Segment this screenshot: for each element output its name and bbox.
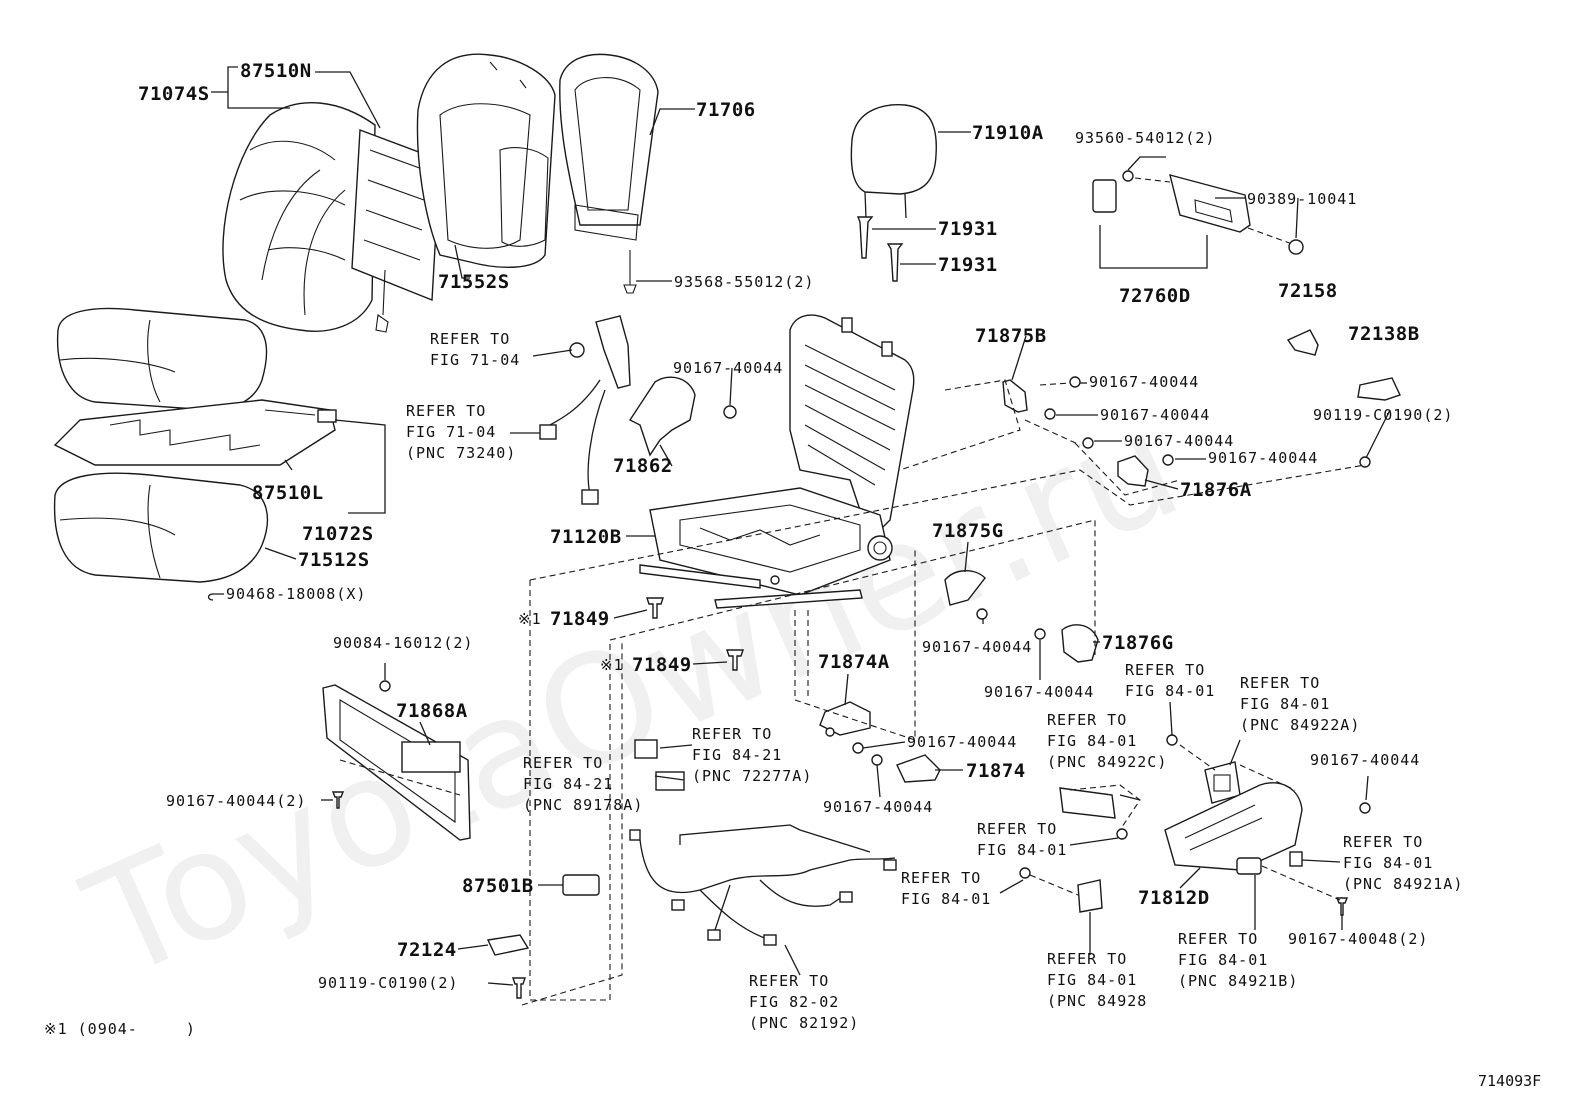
- label-71875B: 71875B: [975, 325, 1047, 347]
- label-71849-a: 71849: [550, 608, 610, 630]
- note-mark-2: ※1: [600, 656, 624, 674]
- seat-switch-assembly-drawing: [1019, 734, 1371, 916]
- label-90167-40044-2: 90167-40044: [1100, 406, 1210, 424]
- label-90167-40044-2x: 90167-40044(2): [166, 792, 306, 810]
- label-72138B: 72138B: [1348, 323, 1420, 345]
- label-71862: 71862: [613, 455, 673, 477]
- headrest-drawing: [850, 104, 937, 282]
- label-90167-40044-j: 90167-40044: [823, 798, 933, 816]
- assembly-dashed-lines: [521, 379, 1366, 1006]
- refer-4: REFER TO FIG 84-21 (PNC 89178A): [523, 754, 643, 814]
- label-72760D: 72760D: [1119, 285, 1191, 307]
- refer-11: REFER TO FIG 82-02 (PNC 82192): [749, 972, 859, 1032]
- label-71552S: 71552S: [438, 271, 510, 293]
- label-71874: 71874: [966, 760, 1026, 782]
- brackets-drawing: [1286, 329, 1401, 468]
- side-cover-71862-drawing: [628, 376, 737, 457]
- label-72124: 72124: [397, 939, 457, 961]
- seat-cushion-cover-drawing: [56, 307, 268, 411]
- refer-labels: REFER TO FIG 71-04 REFER TO FIG 71-04 (P…: [406, 330, 1463, 1032]
- footnote: ※1 (0904- ): [44, 1020, 196, 1038]
- seat-cushion-pad-drawing: [53, 472, 269, 583]
- refer-9: REFER TO FIG 84-01: [901, 869, 991, 908]
- refer-6: REFER TO FIG 84-01 (PNC 84922A): [1240, 674, 1360, 734]
- label-90119-C0190-right: 90119-C0190(2): [1313, 406, 1453, 424]
- label-93568-55012: 93568-55012(2): [674, 273, 814, 291]
- label-90167-40044-top: 90167-40044: [673, 359, 783, 377]
- refer-10: REFER TO FIG 84-01 (PNC 84921A): [1343, 833, 1463, 893]
- label-71931-a: 71931: [938, 218, 998, 240]
- label-90084-16012: 90084-16012(2): [333, 634, 473, 652]
- cable-brackets-drawing: [819, 701, 941, 783]
- label-71072S: 71072S: [302, 523, 374, 545]
- lumbar-support-drawing: [1092, 170, 1304, 269]
- label-87501B: 87501B: [462, 875, 534, 897]
- wire-harness-drawing: [629, 824, 897, 946]
- label-90167-40044-1: 90167-40044: [1089, 373, 1199, 391]
- label-71876A: 71876A: [1180, 479, 1252, 501]
- figure-code: 714093F: [1478, 1072, 1541, 1090]
- label-71875G: 71875G: [932, 520, 1004, 542]
- note-mark-1: ※1: [518, 610, 542, 628]
- seat-frame-drawing: [639, 314, 915, 609]
- label-90167-40044-3: 90167-40044: [1124, 432, 1234, 450]
- label-90167-40044-k: 90167-40044: [1310, 751, 1420, 769]
- label-90167-40044-g: 90167-40044: [922, 638, 1032, 656]
- label-71849-b: 71849: [632, 654, 692, 676]
- refer-12: REFER TO FIG 84-01 (PNC 84928: [1047, 950, 1147, 1010]
- label-71812D: 71812D: [1138, 887, 1210, 909]
- label-87510N: 87510N: [240, 60, 312, 82]
- refer-13: REFER TO FIG 84-01 (PNC 84921B): [1178, 930, 1298, 990]
- label-90167-40048: 90167-40048(2): [1288, 930, 1428, 948]
- refer-8: REFER TO FIG 84-01: [977, 820, 1067, 859]
- refer-3: REFER TO FIG 84-21 (PNC 72277A): [692, 725, 812, 785]
- refer-7: REFER TO FIG 84-01 (PNC 84922C): [1047, 711, 1167, 771]
- bolts-71849-drawing: [646, 597, 744, 671]
- label-72158: 72158: [1278, 280, 1338, 302]
- label-90167-40044-h: 90167-40044: [984, 683, 1094, 701]
- label-90468-18008: 90468-18008(X): [226, 585, 366, 603]
- label-90119-C0190-left: 90119-C0190(2): [318, 974, 458, 992]
- seatback-heater-drawing: [351, 129, 441, 333]
- seatback-frame-drawing: [559, 53, 659, 294]
- seat-belt-buckle-drawing: [539, 315, 631, 505]
- side-shield-71868A-drawing: [322, 680, 471, 841]
- seatback-pad-drawing: [416, 53, 556, 269]
- recliner-covers-drawing: [1002, 376, 1174, 487]
- label-71074S: 71074S: [138, 83, 210, 105]
- label-71868A: 71868A: [396, 700, 468, 722]
- seatback-cover-drawing: [222, 102, 376, 332]
- label-71931-b: 71931: [938, 254, 998, 276]
- label-93560-54012: 93560-54012(2): [1075, 129, 1215, 147]
- refer-1: REFER TO FIG 71-04: [430, 330, 520, 369]
- label-90389-10041: 90389-10041: [1247, 190, 1357, 208]
- part-labels: 87510N 71074S 71706 71552S 93568-55012(2…: [138, 60, 1453, 992]
- label-71706: 71706: [696, 99, 756, 121]
- label-90167-40044-4: 90167-40044: [1208, 449, 1318, 467]
- label-87510L: 87510L: [252, 482, 324, 504]
- label-71910A: 71910A: [972, 122, 1044, 144]
- label-71120B: 71120B: [550, 526, 622, 548]
- label-71874A: 71874A: [818, 651, 890, 673]
- refer-5: REFER TO FIG 84-01: [1125, 661, 1215, 700]
- inner-covers-drawing: [944, 570, 1099, 663]
- seat-cushion-heater-drawing: [53, 399, 337, 466]
- refer-2: REFER TO FIG 71-04 (PNC 73240): [406, 402, 516, 462]
- label-71876G: 71876G: [1102, 632, 1174, 654]
- label-90167-40044-i: 90167-40044: [907, 733, 1017, 751]
- label-71512S: 71512S: [298, 549, 370, 571]
- leader-lines: [207, 66, 1391, 986]
